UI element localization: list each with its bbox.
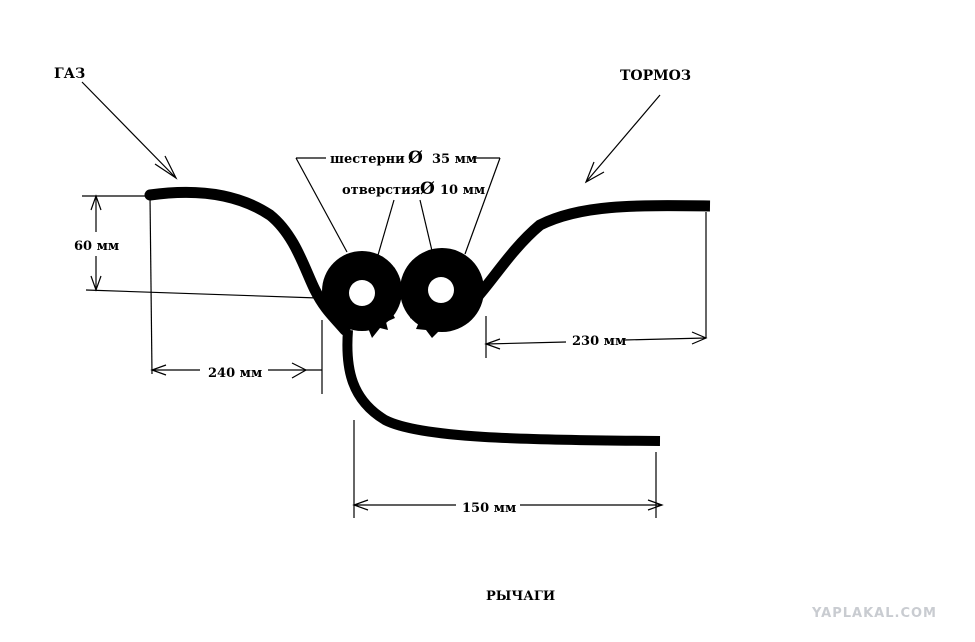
dimension-240 bbox=[149, 195, 323, 394]
caption: РЫЧАГИ bbox=[486, 589, 555, 604]
gears-diameter-symbol: Ø bbox=[408, 148, 423, 168]
brake-arrow bbox=[584, 94, 661, 184]
dimension-60-label: 60 мм bbox=[74, 239, 119, 254]
left-gear-hole bbox=[349, 280, 375, 306]
holes-label: отверстия bbox=[342, 183, 421, 198]
gas-lever bbox=[144, 186, 351, 336]
right-gear bbox=[400, 248, 484, 338]
dimension-150 bbox=[352, 420, 664, 518]
dimension-230 bbox=[484, 212, 708, 358]
dimension-60 bbox=[82, 194, 319, 299]
right-gear-hole bbox=[428, 277, 454, 303]
brake-lever bbox=[466, 200, 711, 309]
gears-leader-lines bbox=[295, 157, 501, 263]
gears-diameter-value: 35 мм bbox=[432, 152, 477, 167]
watermark: YAPLAKAL.COM bbox=[811, 606, 937, 621]
holes-diameter-value: 10 мм bbox=[440, 183, 485, 198]
gas-arrow bbox=[81, 81, 178, 180]
left-gear bbox=[322, 251, 402, 338]
dimension-240-label: 240 мм bbox=[208, 366, 262, 381]
brake-label: ТОРМОЗ bbox=[620, 68, 691, 84]
lower-lever bbox=[342, 329, 661, 446]
dimension-150-label: 150 мм bbox=[462, 501, 516, 516]
gears-label: шестерни bbox=[330, 152, 405, 167]
dimension-230-label: 230 мм bbox=[572, 334, 626, 349]
holes-diameter-symbol: Ø bbox=[420, 179, 435, 199]
gas-label: ГАЗ bbox=[54, 66, 85, 82]
